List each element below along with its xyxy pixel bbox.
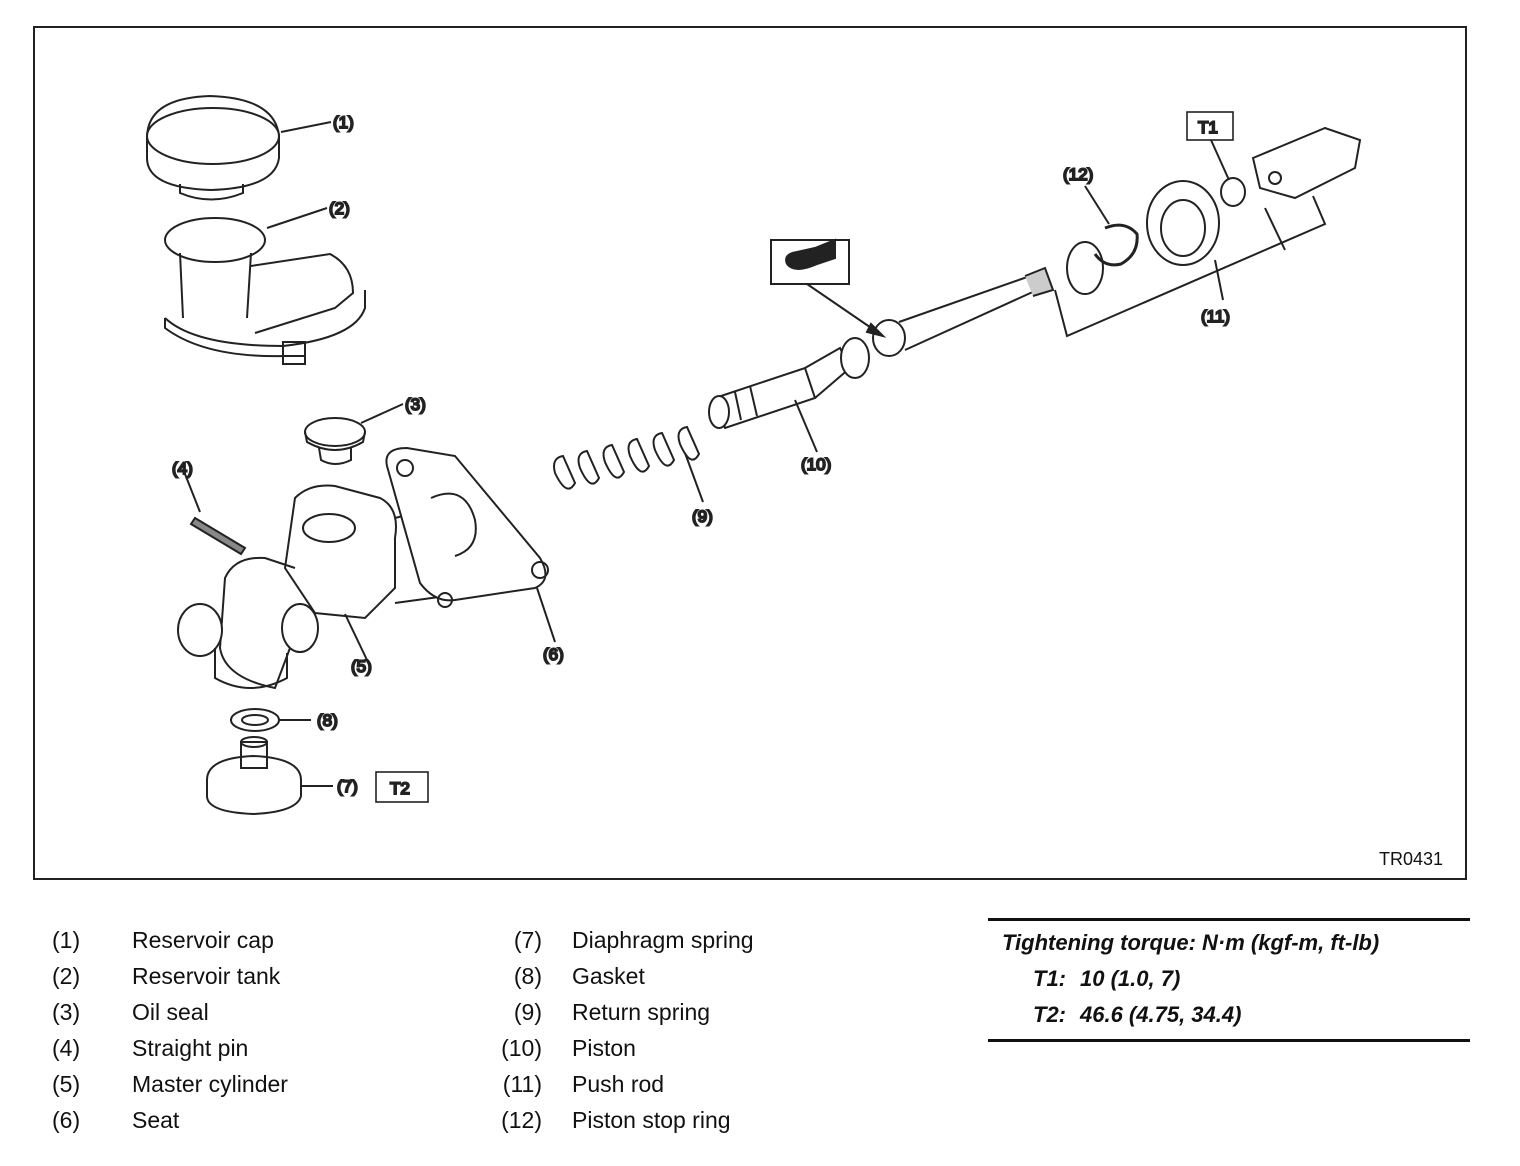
figure-code: TR0431 (1378, 849, 1443, 869)
legend-item: (8)Gasket (513, 962, 645, 989)
legend-item: (12)Piston stop ring (501, 1106, 731, 1133)
legend-item: (11)Push rod (502, 1070, 665, 1097)
exploded-view: (1) (2) (3) (4) (5) (6) (7) (8) (9) (10)… (146, 94, 1362, 816)
legend-item: (4)Straight pin (52, 1034, 249, 1061)
reservoir-tank (164, 207, 366, 365)
callout-5: (5) (351, 657, 372, 676)
callout-6: (6) (543, 645, 564, 664)
callout-10: (10) (801, 455, 831, 474)
piston (708, 337, 870, 453)
tightening-torque-table: Tightening torque: N·m (kgf-m, ft-lb) T1… (988, 918, 1470, 1042)
torque-title: Tightening torque: N·m (kgf-m, ft-lb) (1002, 930, 1380, 955)
legend-item: (10)Piston (501, 1034, 636, 1061)
legend-item: (1)Reservoir cap (52, 926, 274, 953)
torque-box-t1 (1186, 111, 1234, 181)
return-spring (553, 425, 704, 503)
legend-item: (3)Oil seal (52, 998, 209, 1025)
callout-8: (8) (317, 711, 338, 730)
piston-stop-ring (1084, 185, 1139, 267)
callout-7: (7) (337, 777, 358, 796)
grease-symbol (770, 238, 887, 338)
legend-item: (5)Master cylinder (52, 1070, 288, 1097)
straight-pin (184, 473, 247, 556)
callout-9: (9) (692, 507, 713, 526)
torque-label-t2: T2 (390, 779, 410, 798)
callout-1: (1) (333, 113, 354, 132)
callout-3: (3) (405, 395, 426, 414)
gasket (230, 708, 311, 732)
legend-item: (2)Reservoir tank (52, 962, 281, 989)
push-rod (872, 126, 1362, 357)
oil-seal (304, 403, 404, 465)
diagram-frame: (1) (2) (3) (4) (5) (6) (7) (8) (9) (10)… (33, 26, 1467, 880)
seat (385, 446, 556, 643)
callout-2: (2) (329, 199, 350, 218)
torque-row-t2: T2:46.6 (4.75, 34.4) (1033, 1002, 1242, 1027)
diaphragm-spring (206, 736, 333, 816)
torque-row-t1: T1:10 (1.0, 7) (1033, 966, 1181, 991)
reservoir-cap (146, 94, 332, 201)
torque-label-t1: T1 (1198, 118, 1218, 137)
callout-11: (11) (1201, 307, 1230, 326)
legend-column-2: (7)Diaphragm spring (8)Gasket (9)Return … (498, 922, 754, 1138)
callout-12: (12) (1063, 165, 1093, 184)
callout-4: (4) (172, 459, 193, 478)
legend-item: (9)Return spring (513, 998, 711, 1025)
torque-box-t2 (375, 771, 429, 803)
legend-column-1: (1)Reservoir cap (2)Reservoir tank (3)Oi… (52, 922, 288, 1138)
legend-item: (7)Diaphragm spring (513, 926, 754, 953)
legend-item: (6)Seat (52, 1106, 180, 1133)
